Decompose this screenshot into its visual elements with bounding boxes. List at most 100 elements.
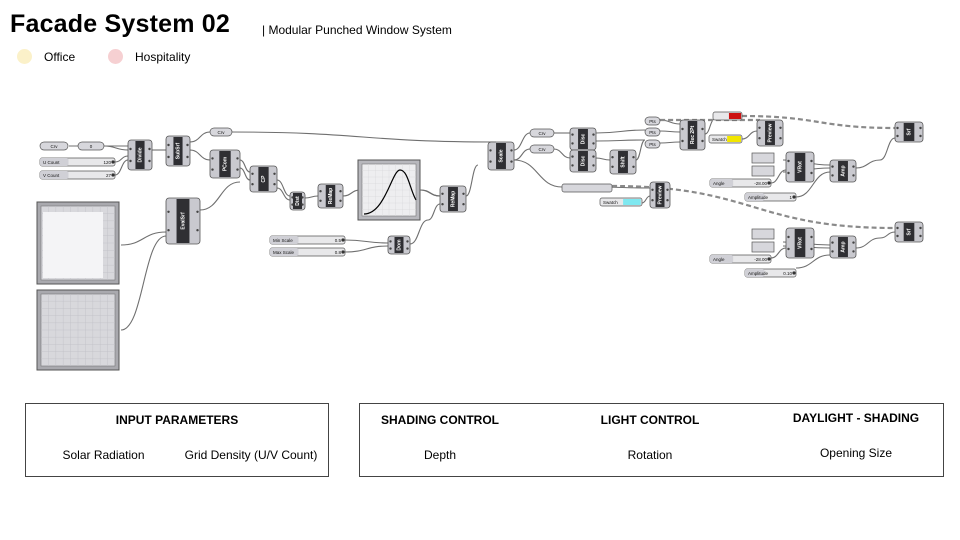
slider-label: Amplitude (748, 271, 769, 276)
component-label: Disc (580, 156, 586, 167)
wire (199, 181, 241, 211)
amplitude-slider-1[interactable]: Amplitude 1 (744, 192, 797, 202)
pcom-node[interactable]: PCom (209, 149, 241, 179)
swatch-label: Swatch (712, 137, 727, 142)
input-parameters-panel: INPUT PARAMETERS Solar Radiation Grid De… (25, 403, 329, 477)
angle-slider-2[interactable]: Angle -28.00 (709, 254, 772, 264)
component-label: Divide (137, 147, 143, 162)
component-label: Srf (906, 128, 912, 135)
slider-value: -28.00 (754, 257, 767, 262)
rec2pt-node[interactable]: Rec 2Pt (679, 119, 706, 151)
component-label: Shift (620, 156, 626, 167)
component-label: VRot (797, 161, 803, 173)
control-panel: SHADING CONTROL LIGHT CONTROL DAYLIGHT -… (359, 403, 944, 477)
disc-node-2[interactable]: Disc (569, 149, 597, 173)
subsrf-node[interactable]: SubSrf (165, 135, 191, 167)
surface-preview-2[interactable] (36, 289, 120, 371)
vector-x-2[interactable] (751, 228, 775, 240)
disc-node-1[interactable]: Disc (569, 127, 597, 151)
remap-node-1[interactable]: ReMap (317, 183, 344, 209)
crv-param-2[interactable]: Crv (209, 127, 233, 137)
legend-dot-icon (17, 49, 32, 64)
crv-param-4[interactable]: Crv (529, 144, 555, 154)
wire (120, 231, 167, 246)
wire (741, 130, 758, 140)
light-control-heading: LIGHT CONTROL (600, 413, 700, 427)
amp-node-1[interactable]: Amp (829, 159, 857, 183)
component-label: Amp (840, 165, 846, 176)
scale-node[interactable]: Scale (487, 141, 515, 171)
wire (344, 245, 389, 253)
graph-mapper[interactable] (357, 159, 421, 221)
vector-z-2[interactable] (751, 241, 775, 253)
wire (427, 203, 441, 221)
domain-node[interactable]: Dom (387, 235, 411, 255)
wire (114, 159, 129, 176)
angle-slider-1[interactable]: Angle-28.00 (709, 178, 772, 188)
evalsrf-node[interactable]: EvalSrf (165, 197, 201, 245)
slider-label: Angle (713, 257, 725, 262)
wire (641, 195, 651, 204)
swatch-cyan[interactable]: Swatch (599, 197, 643, 207)
input-parameters-heading: INPUT PARAMETERS (115, 413, 239, 427)
wire (103, 145, 129, 151)
shading-control-heading: SHADING CONTROL (381, 413, 499, 427)
red-swatch[interactable] (712, 111, 743, 121)
daylight-shading-heading: DAYLIGHT - SHADING (792, 411, 920, 425)
remap-node-2[interactable]: ReMap (439, 185, 467, 213)
slider-label: V Count (43, 173, 60, 178)
component-label: Rec 2Pt (690, 125, 696, 144)
slider-value: 1 (789, 195, 792, 200)
dist-node[interactable]: Dist (289, 191, 306, 211)
wire (855, 237, 881, 249)
wire (304, 195, 319, 199)
swatch-yellow[interactable]: Swatch (708, 134, 743, 144)
divide-node[interactable]: Divide (127, 139, 153, 171)
vrot-node-1[interactable]: VRot (785, 151, 815, 183)
wire (409, 219, 429, 245)
component-label: Disc (580, 134, 586, 145)
slider-label: Amplitude (748, 195, 769, 200)
wire (770, 169, 787, 184)
wire (513, 132, 531, 151)
surface-highlight (43, 212, 103, 278)
param-label: Crv (218, 130, 226, 135)
pts-param-3[interactable]: Pts (644, 139, 661, 149)
crv-param[interactable]: Crv (39, 141, 69, 151)
legend-item-office: Office (17, 49, 75, 64)
input-item-solar-radiation: Solar Radiation (62, 448, 145, 462)
wire (189, 131, 211, 143)
srf-node-2[interactable]: Srf (894, 221, 924, 243)
point-param[interactable]: 0 (77, 141, 105, 151)
v-count-slider[interactable]: V Count 27 (39, 170, 116, 180)
vector-x-1[interactable] (751, 152, 775, 164)
pts-param-1[interactable]: Pts (644, 116, 661, 126)
legend-dot-icon (108, 49, 123, 64)
wire (659, 130, 681, 133)
slider-label: Max Scale (273, 250, 295, 255)
pts-param-2[interactable]: Pts (644, 127, 661, 137)
vrot-node-2[interactable]: VRot (785, 227, 815, 259)
wire (770, 247, 787, 259)
component-label: PCom (222, 156, 228, 171)
amp-node-2[interactable]: Amp (829, 235, 857, 259)
panel-pill[interactable] (561, 183, 613, 193)
crv-param-3[interactable]: Crv (529, 128, 555, 138)
wire (553, 148, 571, 159)
srf-node-1[interactable]: Srf (894, 121, 924, 143)
wire (659, 141, 681, 144)
shift-node[interactable]: Shift (609, 149, 637, 175)
cp-node[interactable]: CP (249, 165, 278, 193)
preview-node-1[interactable]: Preview (756, 119, 784, 147)
slider-label: U Count (43, 160, 60, 165)
preview-node-2[interactable]: Preview (649, 181, 671, 209)
slider-value: -28.00 (754, 181, 767, 186)
vector-z-1[interactable] (751, 165, 775, 177)
slider-value: 27 (106, 173, 112, 178)
